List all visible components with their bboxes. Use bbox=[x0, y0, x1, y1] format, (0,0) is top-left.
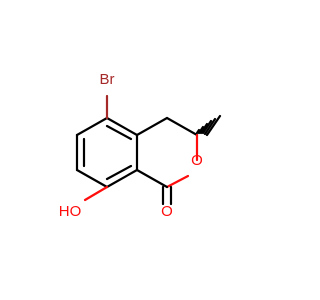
hash-line-6 bbox=[205, 114, 222, 137]
hash-line-4 bbox=[201, 119, 213, 135]
bond-c4a-c5 bbox=[105, 116, 139, 137]
hash-line-2 bbox=[197, 125, 205, 135]
atom-label-br: Br bbox=[100, 71, 115, 88]
bond-c5-c6 bbox=[75, 116, 109, 137]
hash-line-5 bbox=[203, 117, 217, 136]
lactone-ring bbox=[135, 116, 199, 189]
atom-label-hydroxyl: HO bbox=[59, 203, 82, 220]
bond-o2-c1 bbox=[165, 174, 190, 189]
bond-c4a-c5-inner bbox=[105, 124, 133, 141]
molecule-structure: Br O O HO bbox=[0, 0, 300, 300]
bond-c4a-c4 bbox=[135, 116, 169, 137]
bond-c8-c8a bbox=[105, 168, 139, 189]
hash-line-3 bbox=[199, 122, 209, 135]
bond-c8-oh bbox=[83, 185, 109, 202]
bond-c1-c8a bbox=[135, 168, 169, 189]
hash-line-1 bbox=[195, 128, 201, 135]
stereo-hashed-wedge bbox=[195, 114, 222, 137]
atom-label-ring-oxygen: O bbox=[191, 152, 203, 169]
bond-c7-c8 bbox=[75, 168, 109, 189]
bond-c4-c3 bbox=[165, 116, 199, 137]
atom-label-carbonyl-oxygen: O bbox=[161, 203, 173, 220]
carbonyl-group bbox=[161, 185, 173, 206]
benzene-ring bbox=[75, 116, 139, 189]
bond-c8-c8a-inner bbox=[105, 164, 133, 181]
canvas-background bbox=[0, 0, 300, 300]
